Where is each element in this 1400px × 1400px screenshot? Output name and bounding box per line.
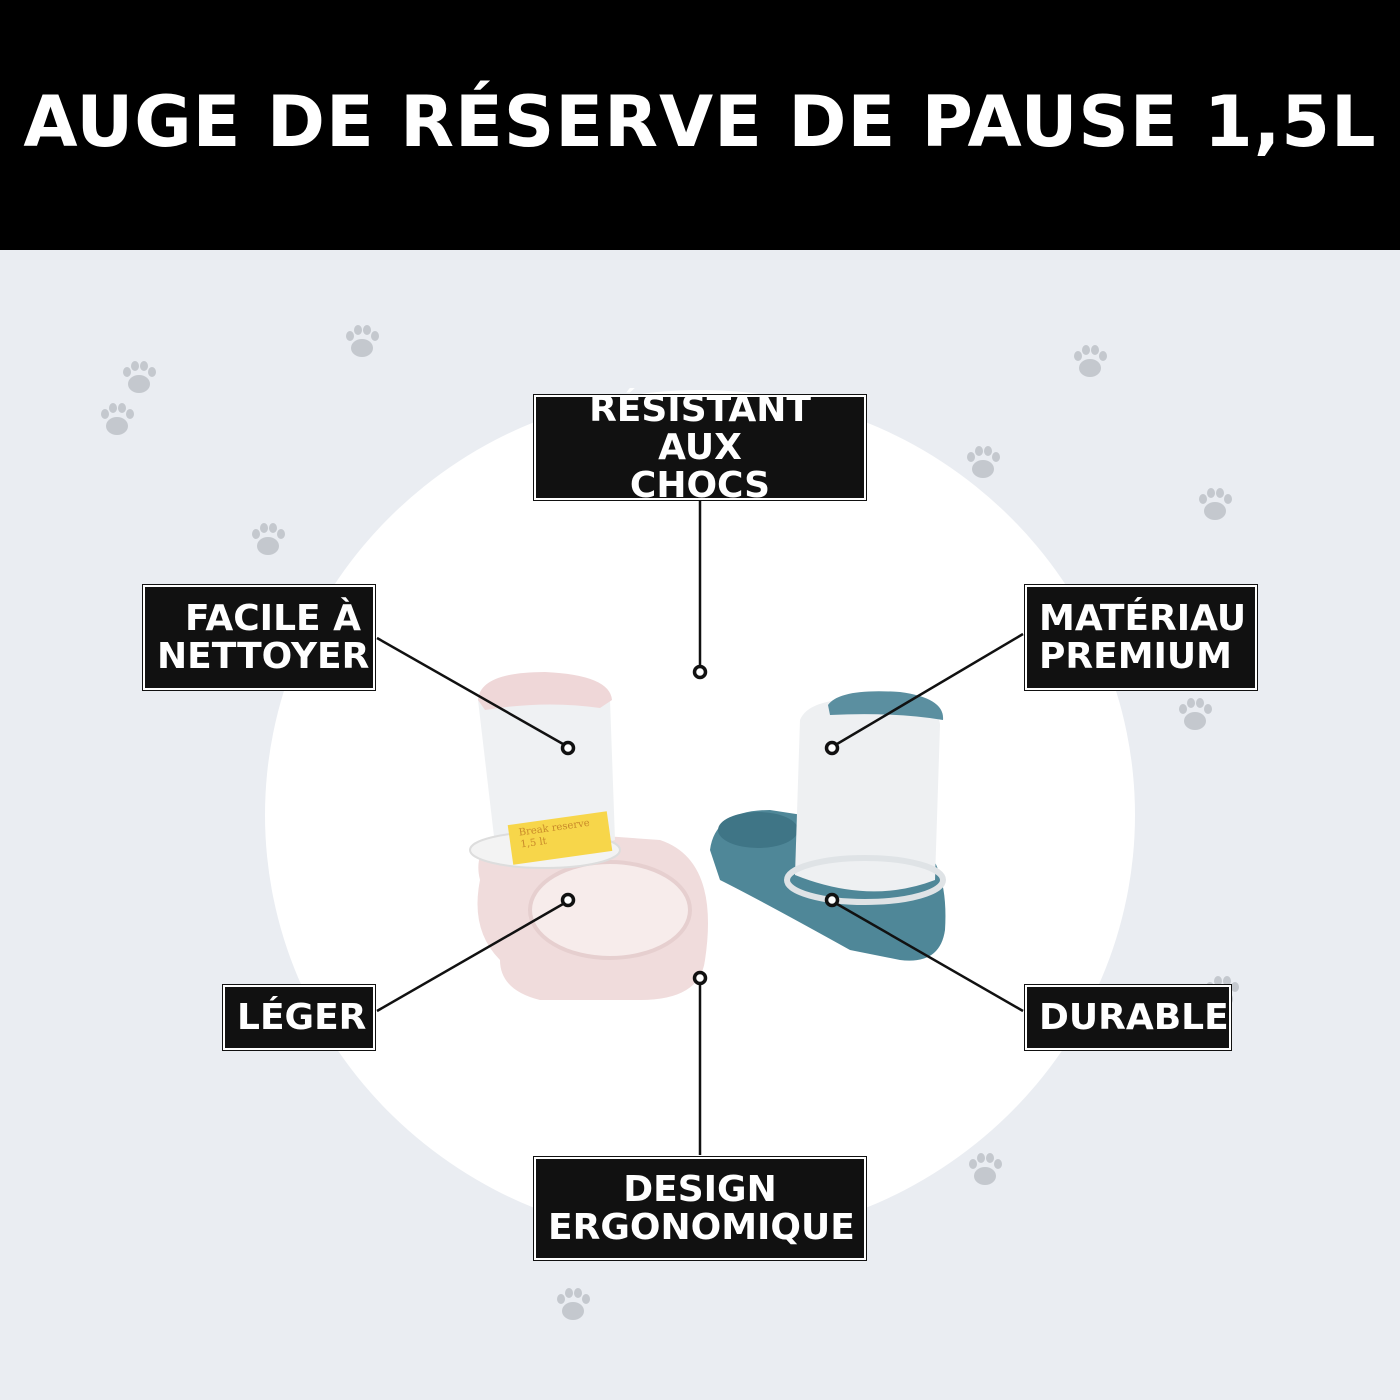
connector-lines xyxy=(376,500,1024,1155)
feature-text: CHOCS xyxy=(629,464,771,506)
paw-print-icon xyxy=(969,1153,1002,1185)
paw-print-icon xyxy=(1199,488,1232,520)
feature-light: LÉGER xyxy=(222,984,376,1051)
pink-feeder-image: Break reserve 1,5 lt xyxy=(469,672,708,1000)
feature-durable: DURABLE xyxy=(1024,984,1232,1051)
feature-text: MATÉRIAU xyxy=(1039,597,1247,639)
feature-text: ERGONOMIQUE xyxy=(548,1206,855,1248)
page-title: AUGE DE RÉSERVE DE PAUSE 1,5L xyxy=(23,81,1377,163)
paw-print-icon xyxy=(346,325,379,357)
paw-print-icon xyxy=(252,523,285,555)
paw-print-icon xyxy=(967,446,1000,478)
feature-text: LÉGER xyxy=(237,996,367,1038)
feature-text: PREMIUM xyxy=(1039,635,1232,677)
header-banner: AUGE DE RÉSERVE DE PAUSE 1,5L xyxy=(0,0,1400,250)
feature-text: NETTOYER xyxy=(157,635,370,677)
teal-feeder-image xyxy=(710,691,946,961)
feature-text: FACILE À xyxy=(184,597,361,639)
feature-text: DESIGN xyxy=(623,1168,777,1210)
paw-print-icon xyxy=(1179,698,1212,730)
feature-easy-clean: FACILE À NETTOYER xyxy=(142,584,376,691)
feature-shock-resistant: RÉSISTANT AUX CHOCS xyxy=(533,390,867,504)
connector-dots xyxy=(560,664,840,986)
paw-print-icon xyxy=(1074,345,1107,377)
feature-premium-material: MATÉRIAU PREMIUM xyxy=(1024,584,1258,691)
paw-print-icon xyxy=(101,403,134,435)
paw-print-icon xyxy=(123,361,156,393)
paw-print-icon xyxy=(557,1288,590,1320)
product-label-size: 1,5 lt xyxy=(520,836,548,851)
feature-ergonomic-design: DESIGN ERGONOMIQUE xyxy=(533,1156,867,1261)
feature-text: DURABLE xyxy=(1039,996,1229,1038)
feature-text: RÉSISTANT AUX xyxy=(589,388,811,468)
